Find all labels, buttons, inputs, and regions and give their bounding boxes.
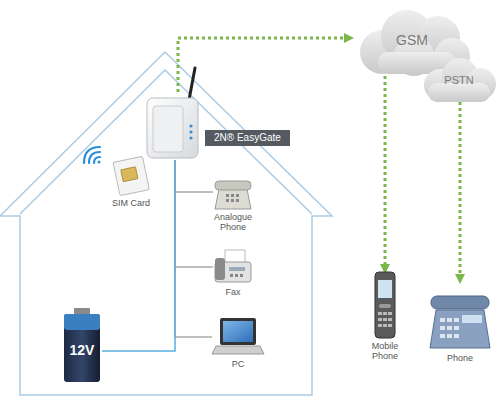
network-link bbox=[384, 76, 387, 272]
analogue-phone-icon: Analogue Phone bbox=[213, 175, 253, 209]
wire-connector bbox=[175, 160, 213, 192]
wireless-symbol bbox=[84, 147, 101, 164]
sim-card: SIM Card bbox=[112, 155, 150, 195]
mobile-phone-icon: Mobile Phone bbox=[374, 272, 396, 338]
pstn-cloud: PSTN bbox=[420, 58, 498, 102]
house-wall bbox=[0, 52, 332, 395]
device-tag: 2N® EasyGate bbox=[205, 130, 290, 146]
cloud-label: PSTN bbox=[420, 74, 498, 86]
wire-connector bbox=[175, 160, 213, 267]
cloud-label: GSM bbox=[352, 32, 472, 48]
fax-graphic bbox=[213, 250, 253, 284]
battery: 12V bbox=[62, 308, 102, 382]
laptop-graphic bbox=[212, 318, 264, 356]
mobile-graphic bbox=[374, 272, 396, 338]
device-label: Mobile Phone bbox=[365, 341, 405, 361]
device-label: SIM Card bbox=[106, 198, 156, 208]
analogue-phone-graphic bbox=[213, 175, 253, 209]
network-link bbox=[459, 102, 462, 282]
desk-phone-graphic bbox=[428, 282, 492, 350]
desk-phone-icon: Phone bbox=[428, 282, 492, 350]
voltage-label: 12V bbox=[62, 342, 102, 358]
device-label: PC bbox=[213, 359, 263, 369]
device-label: Phone bbox=[430, 353, 490, 363]
network-link bbox=[178, 38, 352, 92]
gateway-graphic bbox=[145, 92, 200, 160]
sim-graphic bbox=[112, 155, 150, 195]
device-label: Fax bbox=[208, 287, 258, 297]
device-label: Analogue Phone bbox=[208, 212, 258, 232]
laptop-icon: PC bbox=[212, 318, 264, 356]
gateway-device: 2N® EasyGate bbox=[145, 92, 200, 160]
house-roof-inner bbox=[20, 70, 312, 214]
wire-connector bbox=[175, 160, 212, 337]
fax-icon: Fax bbox=[213, 250, 253, 284]
